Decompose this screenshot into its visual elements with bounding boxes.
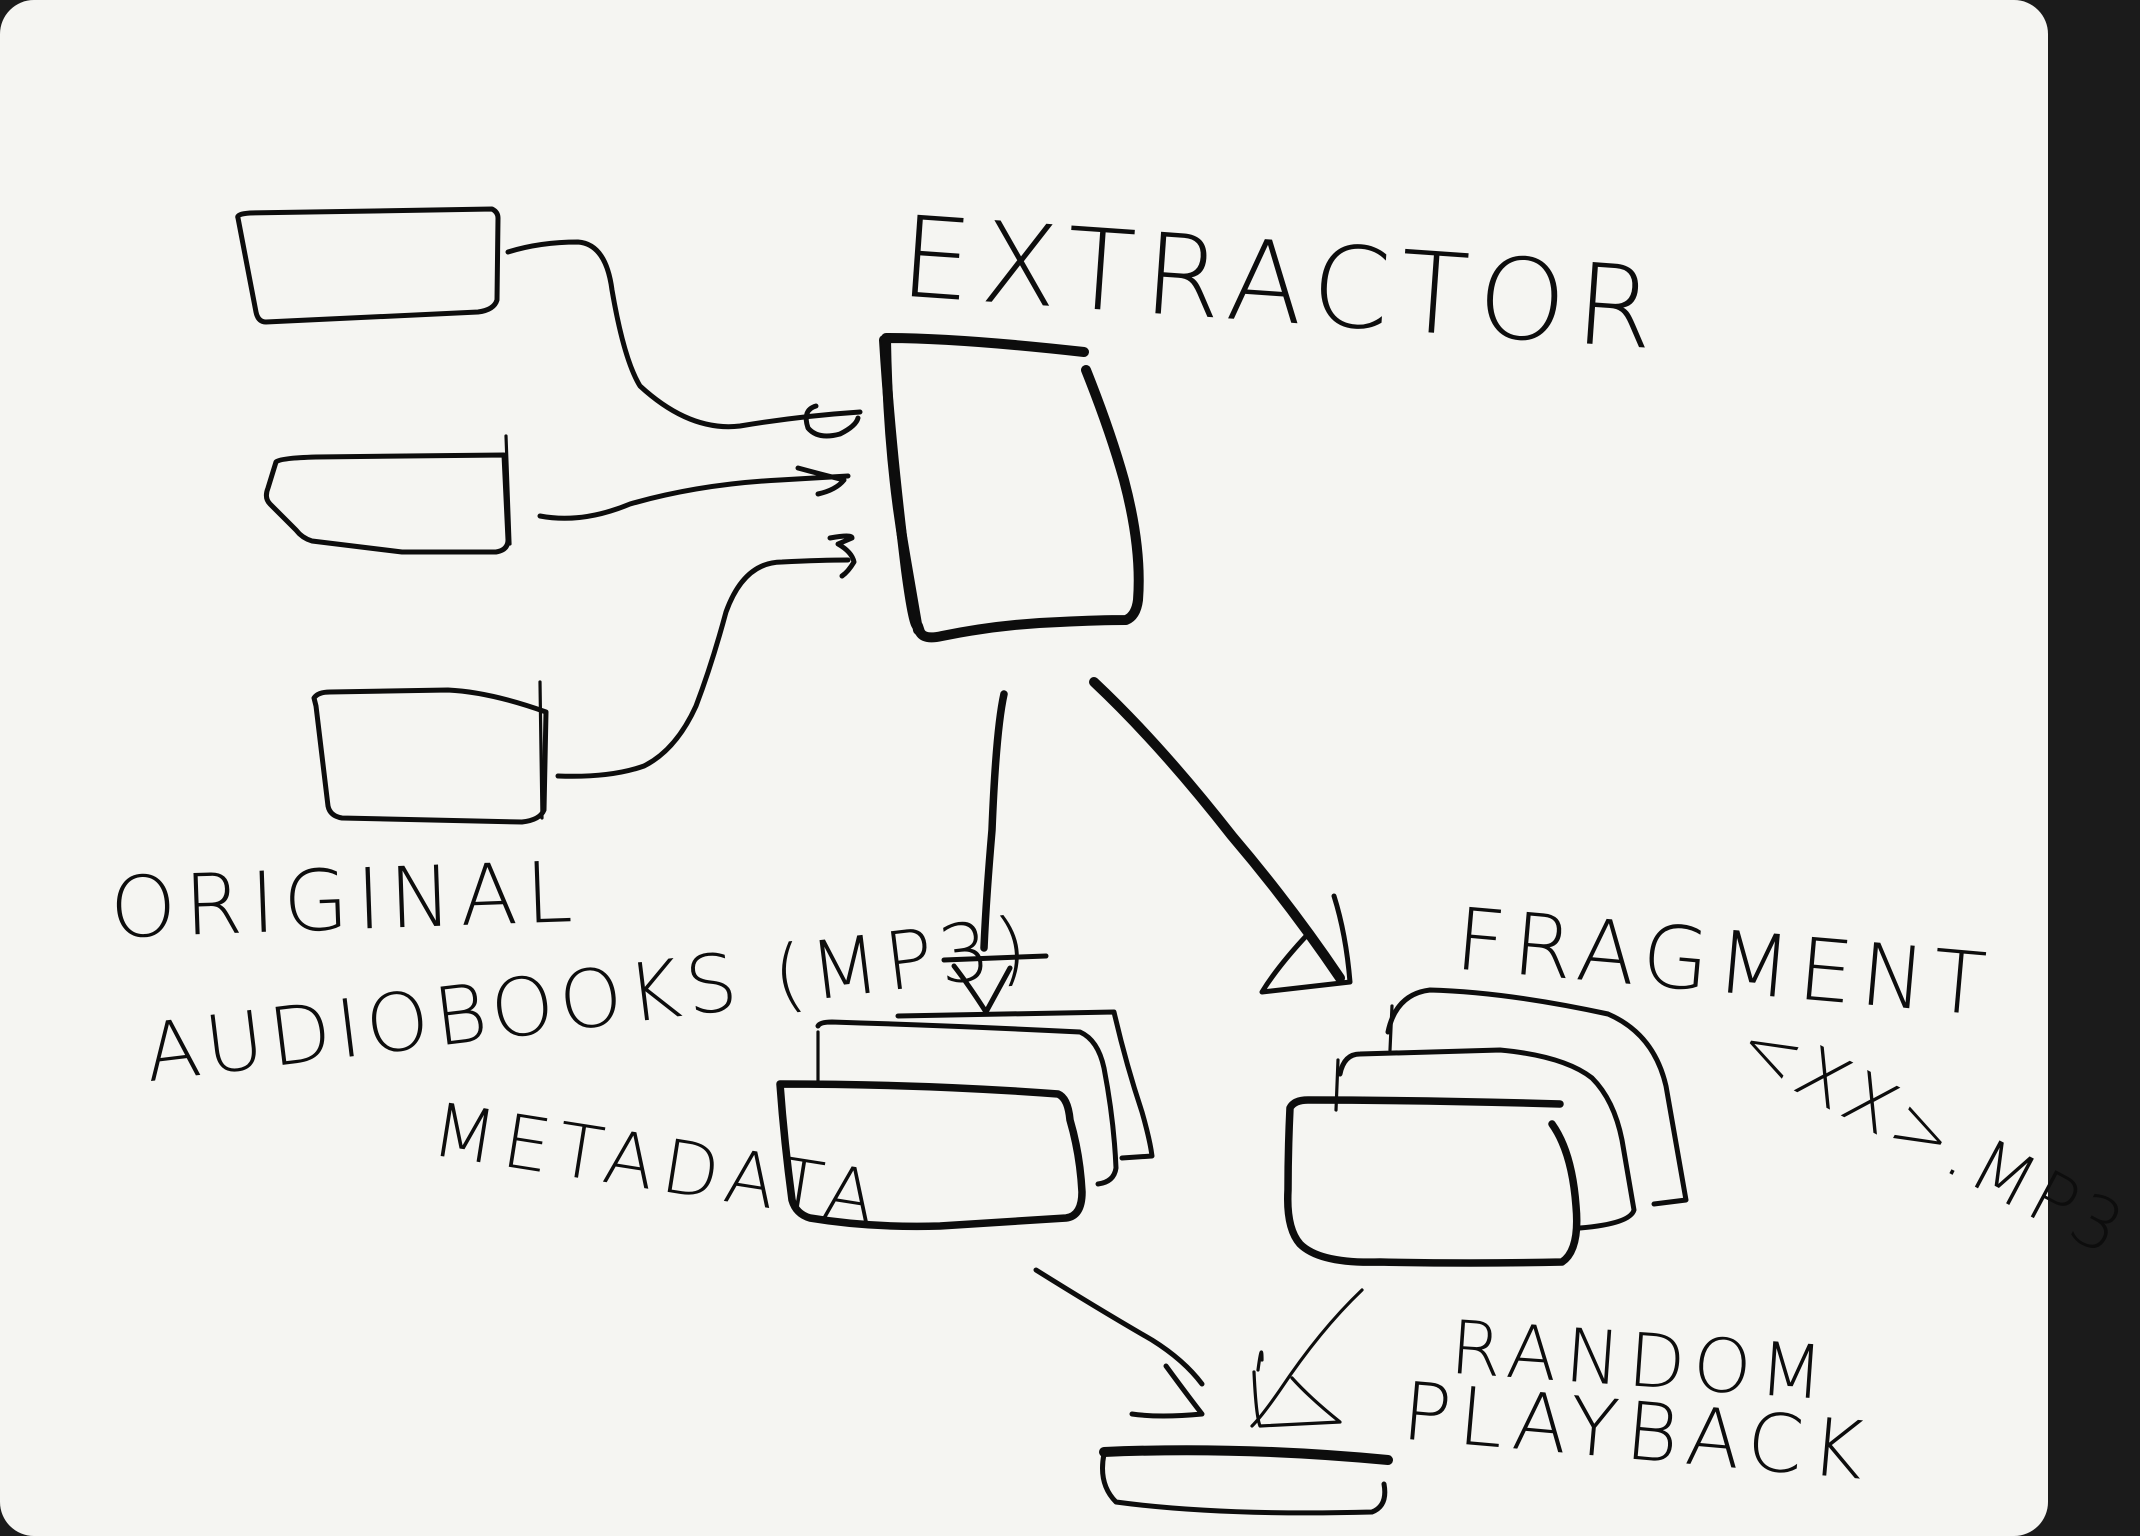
audiobook-file-3 [311,687,549,825]
fragment-doc-3-tab [1388,1004,1394,1052]
arrow-to-fragment-head [1259,893,1353,995]
original-label: ORIGINAL [108,842,582,958]
connector-file-1-arrowhead [803,403,861,439]
connector-file-3 [555,557,851,779]
audiobook-file-2 [263,452,511,555]
metadata-doc-2 [815,1019,1119,1187]
arrow-to-fragment [1089,677,1345,983]
connector-file-2-arrowhead [795,465,847,497]
arrow-fragment-to-playback-head [1252,1350,1342,1428]
extractor-box-left-edge [881,335,923,635]
fragment-doc-2 [1337,1047,1637,1231]
audiobook-file-3-fold [538,680,544,820]
fragment-doc-3 [1385,987,1689,1207]
audiobook-file-1 [235,206,501,325]
connector-file-1 [505,239,863,430]
fragment-doc-1 [1284,1096,1581,1267]
metadata-doc-3 [895,1009,1155,1161]
architecture-sketch [235,206,1689,1516]
extractor-box [879,333,1144,643]
metadata-doc-1 [776,1080,1086,1231]
arrow-metadata-to-playback [1033,1267,1205,1387]
connector-file-2 [537,473,851,521]
arrow-fragment-to-playback [1250,1288,1364,1428]
playback-device-body [1100,1451,1388,1516]
connector-file-3-arrowhead [827,533,857,579]
arrow-to-metadata [980,690,1008,952]
arrow-metadata-to-playback-head [1129,1363,1205,1419]
playback-device-top [1099,1445,1393,1465]
audiobook-file-2-fold [504,434,512,546]
